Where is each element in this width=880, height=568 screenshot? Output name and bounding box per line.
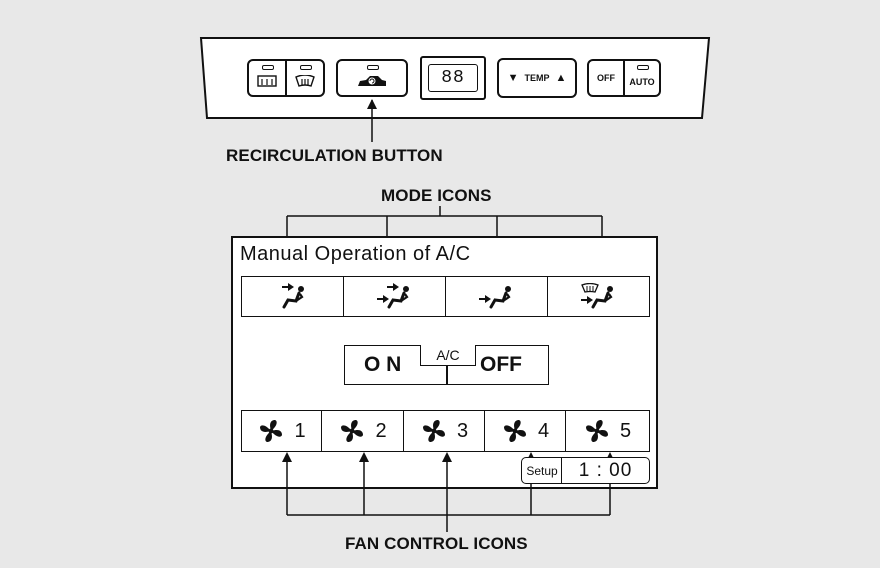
off-label: OFF [597,73,615,83]
fan-icon [503,420,526,442]
clock-time: 1 : 00 [578,459,633,481]
fan-icon [585,420,608,442]
ac-divider [446,366,448,385]
clock-display: 1 : 00 [561,457,650,484]
fan-level-label: 5 [619,419,632,442]
indicator-light [300,65,312,70]
front-defrost-icon [295,75,315,87]
rear-defrost-icon [257,75,277,87]
vent-icon [282,282,304,308]
recirculation-car-icon [358,76,386,86]
fan-level-label: 3 [456,419,469,442]
fan-icon [341,420,364,442]
indicator-light [367,65,379,70]
fan-level-label: 1 [294,419,306,442]
fan-level-1-button[interactable]: 1 [241,410,323,452]
mode-floor-defrost-button[interactable] [547,276,650,317]
mode-icons-callout: MODE ICONS [381,186,492,205]
setup-label: Setup [526,463,558,478]
recirculation-callout: RECIRCULATION BUTTON [226,146,443,165]
floor-defrost-icon [580,282,613,308]
bilevel-icon [377,282,409,308]
front-defrost-button[interactable] [285,59,325,97]
ac-off-label: OFF [480,353,522,376]
temperature-display: 88 [420,56,486,100]
indicator-light [637,65,649,70]
fan-level-3-button[interactable]: 3 [403,410,486,452]
mode-vent-button[interactable] [241,276,345,317]
ac-tag-box: A/C [420,345,476,366]
floor-icon [479,285,511,308]
recirculation-button[interactable] [336,59,408,97]
fan-level-label: 4 [537,419,550,442]
temp-down-arrow-icon[interactable]: ▼ [507,72,519,84]
screen-title: Manual Operation of A/C [240,243,471,265]
fan-level-2-button[interactable]: 2 [321,410,405,452]
auto-label: AUTO [629,77,655,87]
fan-level-5-button[interactable]: 5 [565,410,650,452]
mode-bilevel-button[interactable] [343,276,447,317]
temp-up-arrow-icon[interactable]: ▲ [555,72,567,84]
indicator-light [262,65,274,70]
temp-control-button[interactable]: ▼ TEMP ▲ [497,58,577,98]
rear-defrost-button[interactable] [247,59,287,97]
fan-icon [260,420,283,442]
fan-level-label: 2 [375,419,387,442]
mode-floor-button[interactable] [445,276,549,317]
ac-on-label: O N [364,353,402,376]
fan-level-4-button[interactable]: 4 [484,410,567,452]
fan-icon [422,420,445,442]
off-button[interactable]: OFF [587,59,625,97]
setup-button[interactable]: Setup [521,457,563,484]
temp-label: TEMP [524,73,550,83]
ac-tag-label: A/C [436,347,460,363]
display-digits: 88 [428,64,478,92]
fan-control-icons-callout: FAN CONTROL ICONS [345,534,528,553]
auto-button[interactable]: AUTO [623,59,661,97]
